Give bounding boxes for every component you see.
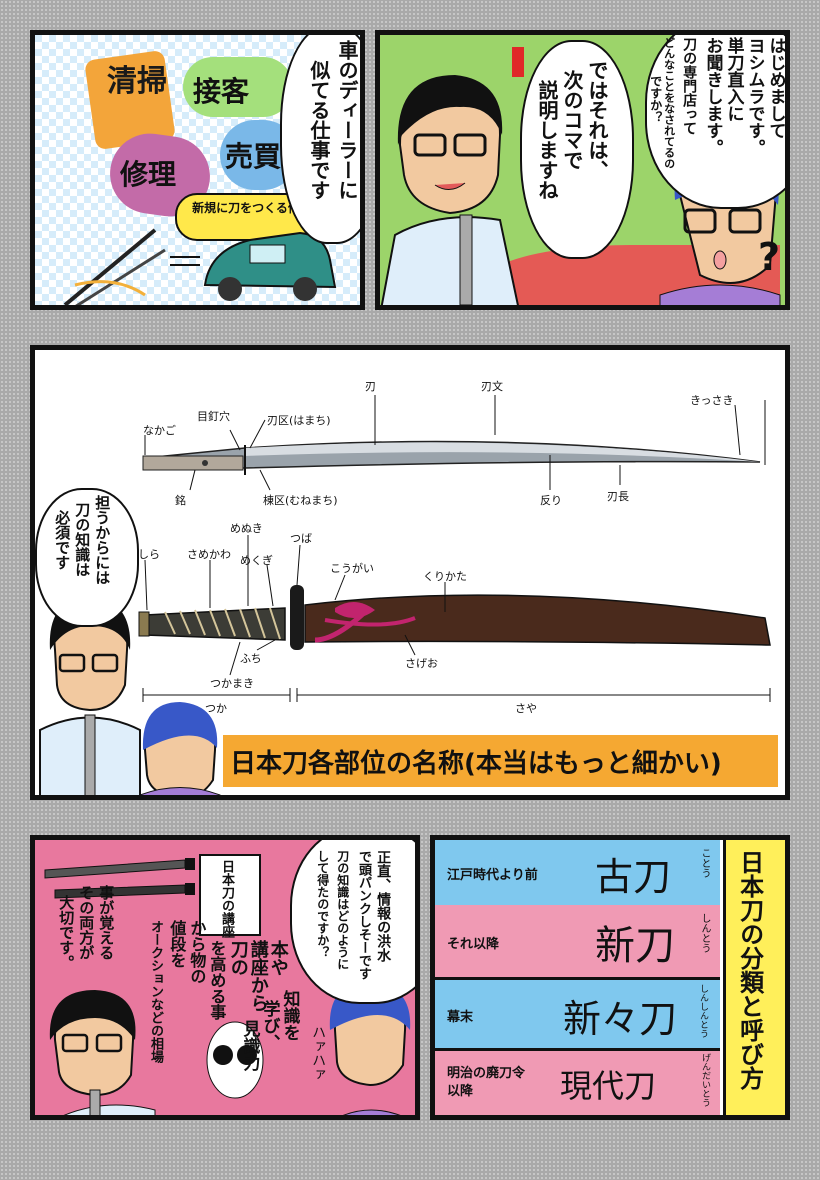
panel-dealer: 清掃 清掃 接客 修理 売買 新規に刀をつくる仲介 車のディーラーに 似てる仕事… bbox=[30, 30, 365, 310]
classification-title-box bbox=[723, 840, 785, 1115]
label-samekawa: さめかわ bbox=[187, 548, 231, 561]
speech-host-line3: 説明しますね bbox=[535, 80, 559, 200]
speech-guest-line6: どんなことをなされてるの bbox=[662, 37, 676, 169]
label-kissaki: きっさき bbox=[690, 394, 734, 407]
classification-title: 日本刀の分類と呼び方 bbox=[735, 850, 764, 1090]
speech-center-line6: 見識力 bbox=[239, 1020, 260, 1071]
speech-center-line9: 値段を bbox=[167, 920, 187, 968]
label-tsuba: つば bbox=[290, 532, 312, 545]
period-shinshinto: 幕末 bbox=[447, 1010, 474, 1025]
period-gendaito: 明治の廃刀令以降 bbox=[447, 1066, 526, 1100]
car-icon bbox=[203, 231, 337, 301]
row-shinshinto: 幕末 新々刀 しんしんとう bbox=[435, 980, 720, 1051]
speech-center-line3: 刀の bbox=[227, 940, 249, 976]
label-tsukamaki: つかまき bbox=[210, 677, 254, 690]
label-fuchi: ふち bbox=[240, 652, 262, 665]
speech-right-line1: 正直、情報の洪水 bbox=[375, 850, 392, 962]
question-mark: ? bbox=[758, 235, 781, 279]
speech-dealer-line2: 似てる仕事です bbox=[307, 60, 331, 200]
learning-illustration bbox=[44, 854, 411, 1115]
book-title: 日本刀の講座 bbox=[218, 860, 234, 938]
speech-knowledge-line3: 必須です bbox=[53, 510, 72, 570]
tag-cleaning-label: 清掃 bbox=[107, 64, 167, 99]
label-kurikata: くりかた bbox=[423, 570, 467, 583]
name-shinshinto: 新々刀 bbox=[563, 997, 678, 1041]
speech-center-line1: 本や bbox=[267, 940, 289, 976]
tag-trade-label: 売買 bbox=[225, 140, 282, 173]
speech-bubble-question bbox=[290, 840, 415, 1004]
tag-repair-label: 修理 bbox=[120, 158, 177, 191]
title-banner bbox=[223, 735, 778, 787]
speech-center-line5: 学び、 bbox=[259, 1000, 280, 1051]
sword-diagram bbox=[39, 395, 771, 795]
tag-service-label: 接客 bbox=[193, 75, 250, 108]
period-shinto: それ以降 bbox=[447, 937, 500, 952]
speech-knowledge-line1: 担うからには bbox=[93, 495, 112, 585]
reading-shinto: しんとう bbox=[699, 913, 710, 953]
deal-label: 新規に刀をつくる仲介 bbox=[192, 201, 312, 215]
reading-shinshinto: しんしんとう bbox=[698, 984, 708, 1038]
speech-right-line2: で頭パンクしそーです bbox=[355, 850, 371, 980]
range-tsuka: つか bbox=[205, 702, 227, 715]
name-shinto: 新刀 bbox=[595, 923, 675, 969]
speech-guest-line3: 単刀直入に bbox=[723, 37, 744, 122]
label-hamachi: 刃区(はまち) bbox=[267, 414, 331, 427]
reading-gendaito: げんだいとう bbox=[700, 1053, 710, 1107]
speech-guest-line4: お聞きします。 bbox=[702, 37, 723, 156]
speech-center-line7: を高める事 bbox=[207, 940, 227, 1020]
label-mekugiana: 目釘穴 bbox=[197, 410, 230, 423]
speech-center-line4: 知識を bbox=[279, 990, 300, 1041]
panel-classification: 江戸時代より前 古刀 ことう それ以降 新刀 しんとう 幕末 新々刀 しんしんと… bbox=[430, 835, 790, 1120]
panel-learning: 日本刀の講座 事が覚える その両方が 大切です。 本や 講座から 刀の 知識を … bbox=[30, 835, 420, 1120]
speech-dealer-line1: 車のディーラーに bbox=[335, 40, 359, 200]
speech-guest-line5: 刀の専門店って bbox=[681, 37, 698, 135]
label-hamon: 刃文 bbox=[481, 380, 503, 393]
sword-parts-title: 日本刀各部位の名称(本当はもっと細かい) bbox=[230, 749, 722, 779]
speech-guest-line1: はじめまして bbox=[765, 37, 786, 139]
row-shinto: それ以降 新刀 しんとう bbox=[435, 905, 720, 980]
label-ha: 刃 bbox=[365, 380, 376, 393]
speech-bubble-knowledge bbox=[35, 488, 139, 627]
tag-service bbox=[183, 57, 293, 117]
speech-center-line2: 講座から bbox=[247, 940, 269, 1012]
range-saya: さや bbox=[515, 702, 537, 715]
sword-car-illustration bbox=[63, 228, 337, 305]
reading-koto: ことう bbox=[699, 848, 710, 878]
label-hacho: 刃長 bbox=[607, 490, 629, 503]
label-mei: 銘 bbox=[175, 494, 186, 507]
panel-sword-parts: 刃 刃文 きっさき なかご 目釘穴 刃区(はまち) 銘 棟区(むねまち) 反り … bbox=[30, 345, 790, 800]
speech-right-line3: 刀の知識はどのように bbox=[335, 850, 350, 970]
period-koto: 江戸時代より前 bbox=[447, 868, 538, 883]
speech-bubble-dealer bbox=[280, 35, 360, 244]
row-gendaito: 明治の廃刀令以降 現代刀 げんだいとう bbox=[435, 1051, 720, 1115]
label-menuki: めぬき bbox=[230, 522, 263, 535]
speech-left-line1: 事が覚える bbox=[97, 885, 116, 960]
speech-left-line2: その両方が bbox=[77, 885, 96, 960]
speech-bubble-host bbox=[520, 40, 634, 259]
label-kougai: こうがい bbox=[330, 562, 374, 575]
speech-host-line2: 次のコマで bbox=[560, 70, 584, 170]
speech-center-line8: から物の bbox=[187, 920, 207, 984]
name-koto: 古刀 bbox=[595, 855, 672, 899]
label-mekugi: めくぎ bbox=[240, 554, 273, 567]
speech-left-line3: 大切です。 bbox=[57, 895, 76, 970]
label-nakago: なかご bbox=[143, 424, 176, 437]
panel-introduction: ではそれは、 次のコマで 説明しますね はじめまして ヨシムラです。 単刀直入に… bbox=[375, 30, 790, 310]
speech-right-line4: して得たのですか？ bbox=[315, 850, 330, 958]
label-sageo: さげお bbox=[405, 657, 438, 670]
classification-table: 江戸時代より前 古刀 ことう それ以降 新刀 しんとう 幕末 新々刀 しんしんと… bbox=[435, 840, 720, 1115]
speech-knowledge-line2: 刀の知識は bbox=[73, 502, 92, 577]
speech-guest-line7: ですか？ bbox=[648, 75, 663, 123]
speech-host-line1: ではそれは、 bbox=[585, 60, 609, 180]
row-koto: 江戸時代より前 古刀 ことう bbox=[435, 840, 720, 908]
label-munemachi: 棟区(むねまち) bbox=[263, 494, 338, 507]
sfx-panting: ハァハァ bbox=[310, 1025, 327, 1081]
name-gendaito: 現代刀 bbox=[560, 1067, 657, 1105]
label-sori: 反り bbox=[540, 494, 562, 507]
speech-guest-line2: ヨシムラです。 bbox=[744, 37, 765, 156]
speech-bubble-guest bbox=[645, 35, 785, 209]
speech-center-line10: オークションなどの相場 bbox=[147, 920, 163, 1063]
